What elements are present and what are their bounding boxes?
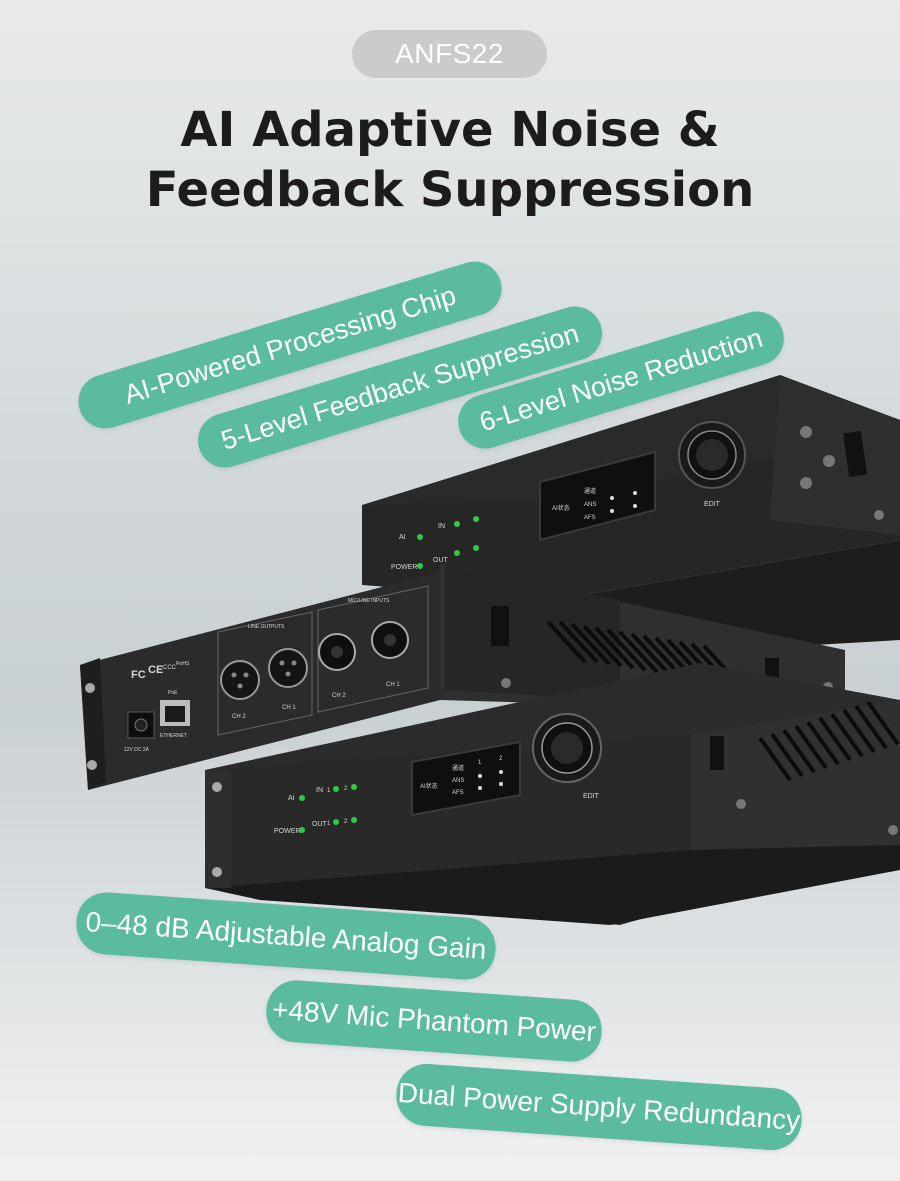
top-led-power-label: POWER: [391, 564, 417, 571]
top-display-panel: [539, 450, 656, 542]
bottom-out-ch1: 1: [327, 821, 331, 827]
bottom-device: AI POWER IN 1 2 OUT 1 2 AI状态 通道 ANS AFS …: [205, 663, 900, 925]
out-ch2-label: CH 2: [232, 714, 246, 720]
bottom-in-ch1: 1: [327, 788, 331, 794]
bottom-led-power: [299, 827, 305, 833]
power-jack-label: 12V DC 2A: [124, 747, 150, 753]
title-line-1: AI Adaptive Noise &: [180, 102, 720, 158]
top-panel-channel: 通道: [584, 487, 596, 495]
out-ch1-label: CH 1: [282, 705, 296, 711]
top-panel-ans: ANS: [584, 502, 596, 508]
bottom-out-ch2: 2: [344, 819, 348, 825]
in-ch2-label: CH 2: [332, 693, 346, 699]
bottom-led-ai-label: AI: [288, 795, 295, 802]
bottom-display-panel: [411, 740, 521, 817]
bottom-led-in-label: IN: [316, 787, 323, 794]
bottom-panel-ch2: 2: [499, 756, 503, 762]
line-outputs-label: LINE OUTPUTS: [248, 624, 285, 630]
ethernet-label: ETHERNET: [160, 733, 187, 739]
bottom-panel-afs: AFS: [452, 790, 464, 796]
cert-fc-mark: FC: [131, 669, 146, 681]
cert-ccc-mark: CCC: [163, 665, 177, 671]
bottom-panel-ans: ANS: [452, 778, 464, 784]
title-line-2: Feedback Suppression: [145, 162, 755, 218]
top-led-power: [417, 563, 423, 569]
mic-line-inputs-label: MIC/LINE INPUTS: [348, 598, 390, 604]
page-title: AI Adaptive Noise & Feedback Suppression: [0, 100, 900, 220]
cert-ce-mark: CE: [148, 664, 163, 676]
cert-rohs-mark: RoHS: [176, 661, 190, 667]
model-badge: ANFS22: [352, 30, 547, 78]
bottom-led-out-label: OUT: [312, 821, 328, 828]
mic-line-inputs-block: [317, 585, 429, 713]
bottom-led-ai: [299, 795, 305, 801]
top-led-in-label: IN: [438, 523, 445, 530]
top-panel-afs: AFS: [584, 515, 596, 521]
bottom-panel-channel: 通道: [452, 764, 464, 772]
top-led-ai: [417, 534, 423, 540]
top-knob-label: EDIT: [704, 501, 721, 508]
bottom-panel-mode: AI状态: [420, 782, 438, 790]
bottom-knob-label: EDIT: [583, 793, 600, 800]
in-ch1-label: CH 1: [386, 682, 400, 688]
xlr-out-ch1[interactable]: [268, 648, 308, 688]
line-outputs-block: [217, 611, 313, 736]
top-device: AI POWER IN OUT AI状态 通道 ANS AFS EDIT: [362, 375, 900, 660]
bottom-in-ch2: 2: [344, 786, 348, 792]
bottom-panel-ch1: 1: [478, 760, 482, 766]
top-led-out-label: OUT: [433, 557, 449, 564]
xlr-out-ch2[interactable]: [220, 660, 260, 700]
poe-label: PoE: [168, 690, 178, 696]
bottom-led-power-label: POWER: [274, 828, 300, 835]
top-panel-mode: AI状态: [552, 504, 570, 512]
top-led-ai-label: AI: [399, 534, 406, 541]
